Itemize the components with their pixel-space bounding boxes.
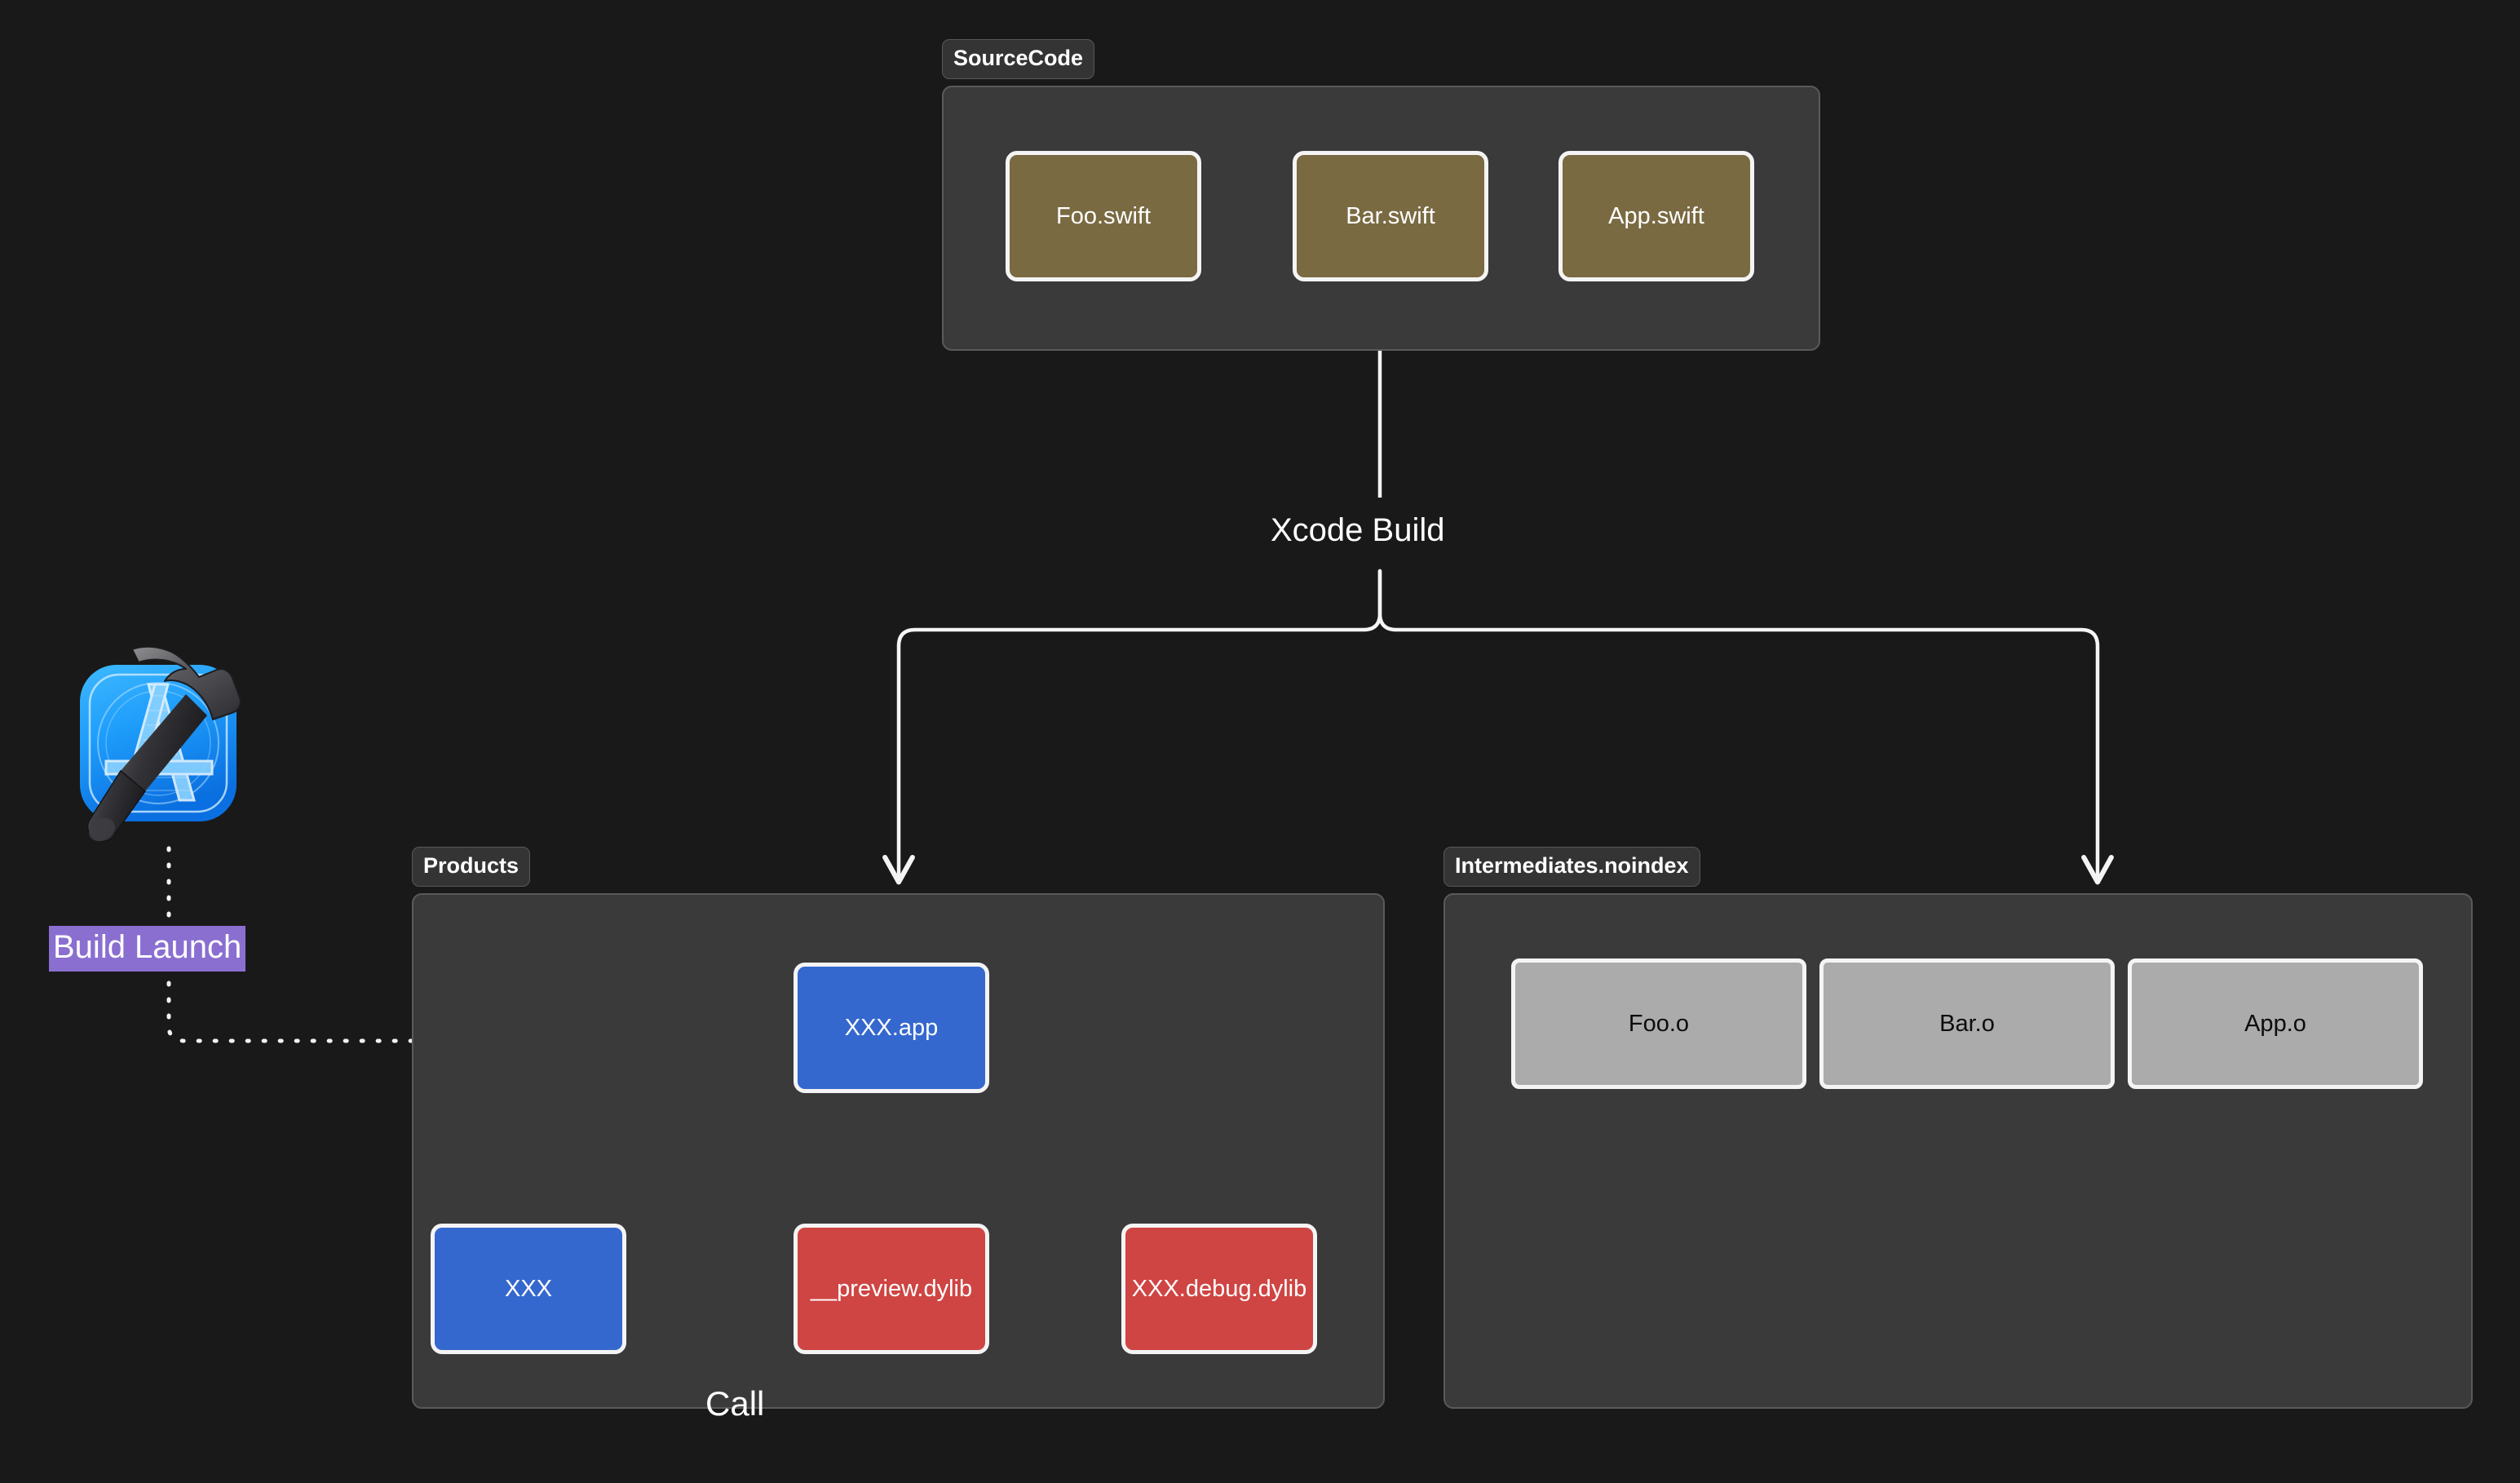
edge-build-fanout	[882, 569, 2114, 885]
node-label: Foo.o	[1628, 1010, 1690, 1037]
node-foo-o[interactable]: Foo.o	[1511, 958, 1806, 1089]
edge-label-call: Call	[705, 1384, 765, 1423]
group-label-intermediates: Intermediates.noindex	[1443, 847, 1700, 887]
node-app-swift[interactable]: App.swift	[1558, 151, 1754, 281]
node-preview-dylib[interactable]: __preview.dylib	[794, 1224, 989, 1354]
node-xxx-binary[interactable]: XXX	[431, 1224, 626, 1354]
node-foo-swift[interactable]: Foo.swift	[1006, 151, 1201, 281]
node-app-o[interactable]: App.o	[2128, 958, 2423, 1089]
node-label: Foo.swift	[1055, 202, 1152, 229]
node-label: Bar.swift	[1346, 202, 1435, 229]
node-label: Bar.o	[1939, 1010, 1995, 1037]
edge-label-xcode-build: Xcode Build	[1271, 512, 1445, 548]
edge-label-build-launch: Build Launch	[49, 926, 246, 972]
node-xxx-app[interactable]: XXX.app	[794, 963, 989, 1093]
node-label: App.swift	[1608, 202, 1704, 229]
node-label: App.o	[2244, 1010, 2306, 1037]
node-label: XXX	[504, 1275, 553, 1302]
node-label: XXX.app	[844, 1014, 939, 1041]
node-bar-swift[interactable]: Bar.swift	[1293, 151, 1488, 281]
node-xxx-debug-dylib[interactable]: XXX.debug.dylib	[1121, 1224, 1317, 1354]
xcode-app-icon[interactable]	[64, 645, 274, 847]
node-bar-o[interactable]: Bar.o	[1819, 958, 2115, 1089]
group-label-sourcecode: SourceCode	[942, 39, 1095, 79]
node-label: __preview.dylib	[810, 1275, 973, 1302]
group-label-products: Products	[412, 847, 531, 887]
node-label: XXX.debug.dylib	[1131, 1275, 1307, 1302]
